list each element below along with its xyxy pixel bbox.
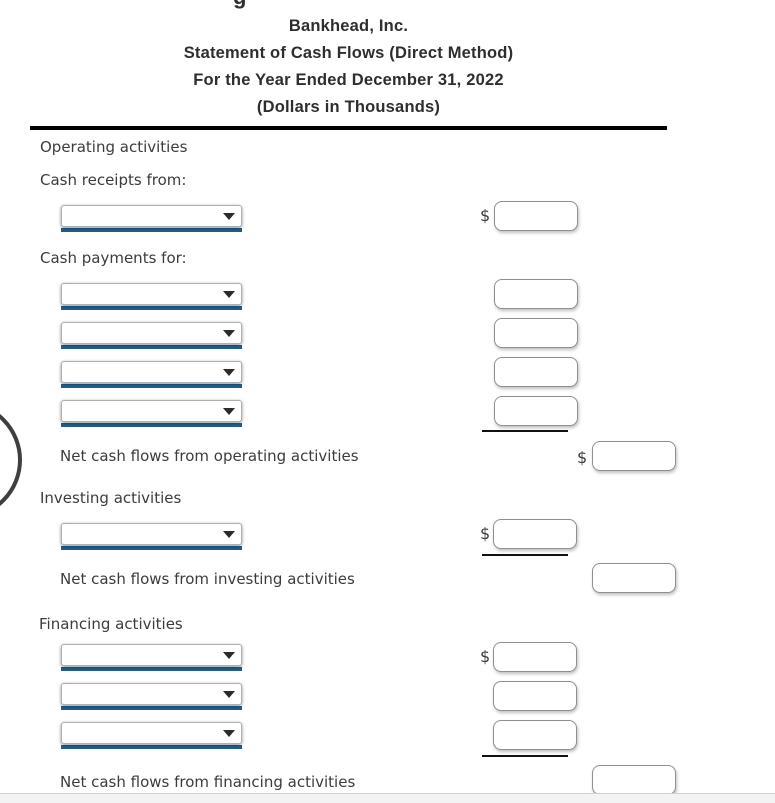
financing-amount-input-2[interactable] <box>493 681 577 711</box>
operating-payment-select-2[interactable] <box>61 322 242 349</box>
currency-symbol: $ <box>480 524 491 543</box>
select-underline <box>61 706 242 710</box>
chevron-down-icon <box>223 369 235 376</box>
select-underline <box>61 228 242 232</box>
financing-select-3[interactable] <box>61 722 242 749</box>
net-operating-label: Net cash flows from operating activities <box>60 447 359 465</box>
net-financing-amount-input[interactable] <box>592 765 676 795</box>
investing-select[interactable] <box>61 523 242 550</box>
operating-payment-amount-input-3[interactable] <box>494 357 578 387</box>
header-rule <box>30 126 667 130</box>
chevron-down-icon <box>223 291 235 298</box>
chevron-down-icon <box>223 652 235 659</box>
select-underline <box>61 745 242 749</box>
operating-activities-heading: Operating activities <box>40 138 188 156</box>
net-operating-amount-input[interactable] <box>592 441 676 471</box>
currency-symbol: $ <box>480 647 491 666</box>
operating-receipt-select[interactable] <box>61 205 242 232</box>
select-underline <box>61 423 242 427</box>
financing-subtotal-rule <box>482 755 568 757</box>
cash-receipts-heading: Cash receipts from: <box>40 171 187 189</box>
statement-title: Bankhead, Inc. Statement of Cash Flows (… <box>30 13 667 121</box>
net-investing-label: Net cash flows from investing activities <box>60 570 355 588</box>
select-underline <box>61 546 242 550</box>
bottom-panel-edge <box>0 793 775 803</box>
statement-name: Statement of Cash Flows (Direct Method) <box>183 44 514 62</box>
operating-payment-amount-input-4[interactable] <box>494 396 578 426</box>
company-name: Bankhead, Inc. <box>288 17 409 35</box>
investing-subtotal-rule <box>482 554 568 556</box>
chevron-down-icon <box>223 330 235 337</box>
operating-payment-select-3[interactable] <box>61 361 242 388</box>
operating-subtotal-rule <box>482 430 568 432</box>
investing-activities-heading: Investing activities <box>40 489 182 507</box>
partial-circle-icon <box>0 401 22 519</box>
chevron-down-icon <box>223 691 235 698</box>
financing-activities-heading: Financing activities <box>39 615 183 633</box>
chevron-down-icon <box>223 408 235 415</box>
select-underline <box>61 306 242 310</box>
financing-select-1[interactable] <box>61 644 242 671</box>
currency-symbol: $ <box>480 206 491 225</box>
financing-amount-input-1[interactable] <box>493 642 577 672</box>
cash-payments-heading: Cash payments for: <box>40 249 187 267</box>
chevron-down-icon <box>223 531 235 538</box>
chevron-down-icon <box>223 213 235 220</box>
currency-symbol: $ <box>577 448 588 467</box>
operating-payment-select-4[interactable] <box>61 400 242 427</box>
statement-period: For the Year Ended December 31, 2022 <box>193 71 504 89</box>
operating-payment-select-1[interactable] <box>61 283 242 310</box>
statement-units: (Dollars in Thousands) <box>256 98 441 116</box>
net-investing-amount-input[interactable] <box>592 563 676 593</box>
select-underline <box>61 384 242 388</box>
clipped-top-text: g <box>233 0 246 10</box>
operating-payment-amount-input-2[interactable] <box>494 318 578 348</box>
financing-amount-input-3[interactable] <box>493 720 577 750</box>
investing-amount-input[interactable] <box>493 519 577 549</box>
operating-receipt-amount-input[interactable] <box>494 201 578 231</box>
operating-payment-amount-input-1[interactable] <box>494 279 578 309</box>
chevron-down-icon <box>223 730 235 737</box>
select-underline <box>61 667 242 671</box>
financing-select-2[interactable] <box>61 683 242 710</box>
net-financing-label: Net cash flows from financing activities <box>60 773 356 791</box>
select-underline <box>61 345 242 349</box>
